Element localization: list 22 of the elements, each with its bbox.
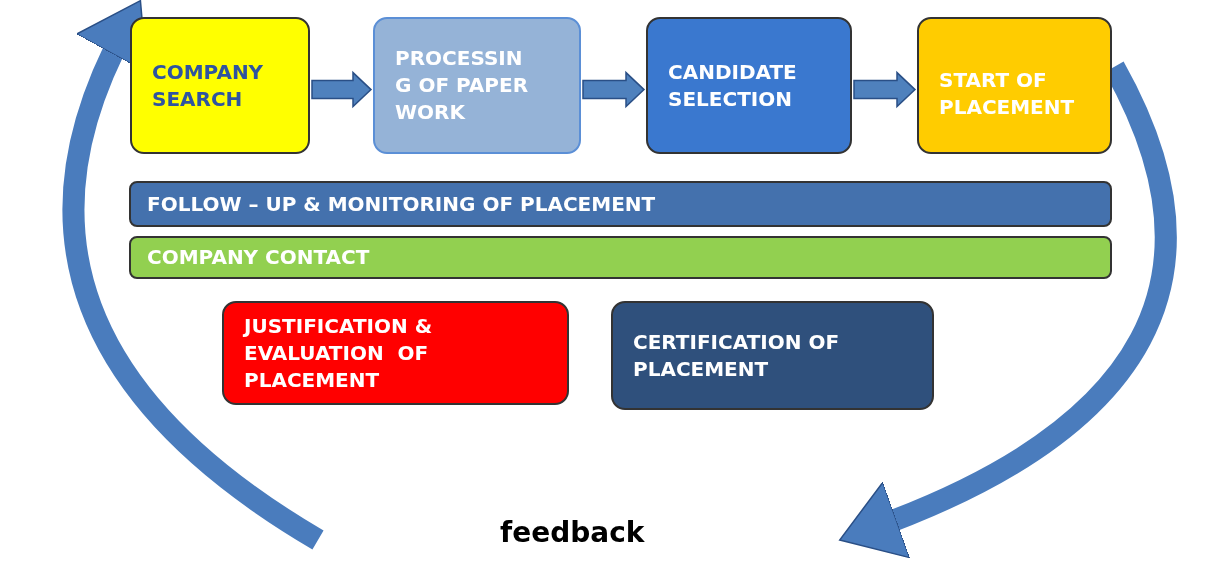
box-label: FOLLOW – UP & MONITORING OF PLACEMENT	[146, 190, 657, 218]
process-box	[917, 17, 1112, 154]
process-box	[129, 236, 1112, 279]
box-label: CANDIDATE SELECTION	[667, 58, 798, 113]
box-label: JUSTIFICATION & EVALUATION OF PLACEMENT	[242, 312, 434, 394]
feedback-label: feedback	[500, 515, 645, 551]
box-label: COMPANY CONTACT	[146, 244, 371, 271]
process-box	[129, 181, 1112, 227]
curved-arrow	[62, 0, 324, 550]
box-label: PROCESSIN G OF PAPER WORK	[394, 45, 530, 126]
process-box	[373, 17, 581, 154]
process-box	[611, 301, 934, 410]
block-arrow	[582, 70, 646, 109]
process-box	[222, 301, 569, 405]
curved-arrow	[839, 62, 1176, 557]
box-label: START OF PLACEMENT	[938, 66, 1076, 121]
block-arrow	[853, 70, 917, 109]
process-box	[646, 17, 852, 154]
box-label: CERTIFICATION OF PLACEMENT	[632, 328, 841, 383]
box-label: COMPANY SEARCH	[151, 58, 265, 113]
block-arrow	[311, 70, 373, 109]
process-box	[130, 17, 310, 154]
